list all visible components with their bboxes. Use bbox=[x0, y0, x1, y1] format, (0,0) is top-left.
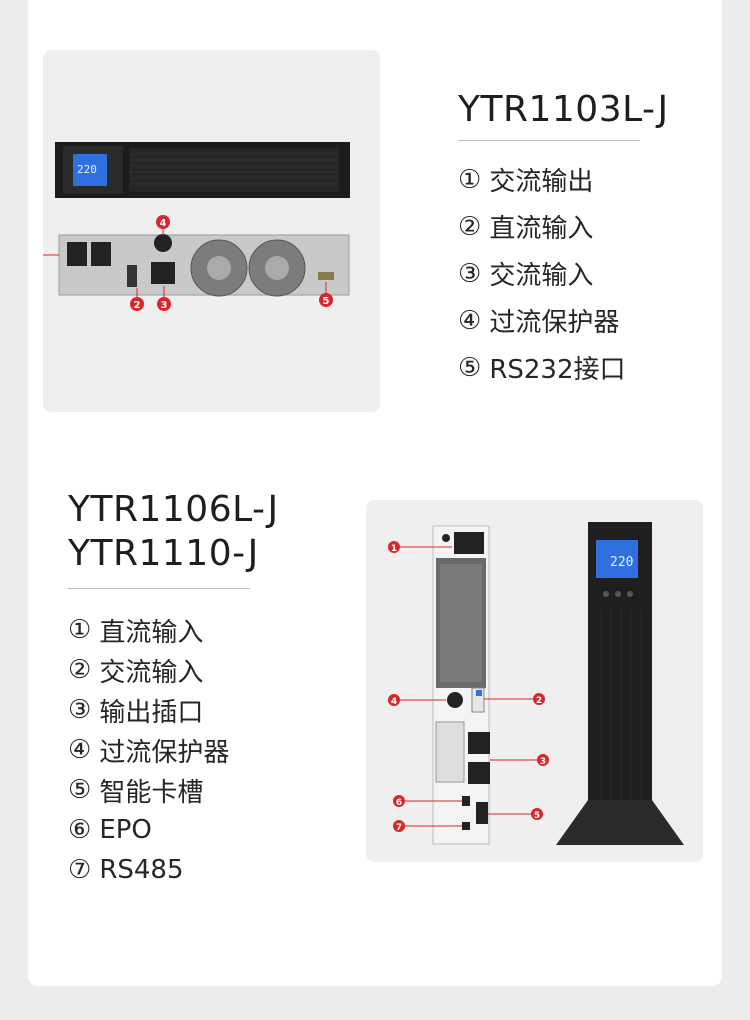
callout-5b: 5 bbox=[488, 808, 543, 821]
callout-4-label: 4 bbox=[160, 218, 167, 229]
callout-2: 2 bbox=[130, 288, 144, 311]
callout-1: 1 bbox=[388, 541, 452, 554]
lcd-text-2: 220 bbox=[610, 555, 633, 570]
product1-illustration: 220 4 bbox=[43, 142, 350, 311]
product1-divider bbox=[458, 140, 640, 141]
callout-3b-label: 3 bbox=[540, 757, 546, 767]
callout-6: 6 bbox=[393, 795, 462, 808]
callout-4b: 4 bbox=[388, 694, 446, 707]
product1-model: YTR1103L-J bbox=[458, 89, 669, 130]
callout-3-label: 3 bbox=[161, 300, 168, 311]
callout-5-label: 5 bbox=[323, 296, 330, 307]
callout-6-label: 6 bbox=[396, 798, 402, 808]
callout-7: 7 bbox=[393, 820, 462, 833]
callout-7-label: 7 bbox=[396, 823, 402, 833]
callout-1-label: 1 bbox=[391, 544, 397, 554]
callout-2b-label: 2 bbox=[536, 696, 542, 706]
callout-5b-label: 5 bbox=[534, 811, 540, 821]
product1-image: 220 4 bbox=[43, 50, 380, 412]
product2-model-1: YTR1106L-J bbox=[68, 489, 279, 530]
callout-4: 4 bbox=[156, 215, 170, 236]
product2-divider bbox=[68, 588, 250, 589]
callout-2-label: 2 bbox=[134, 300, 141, 311]
callout-2b: 2 bbox=[484, 693, 545, 706]
lcd-text-1: 220 bbox=[77, 163, 97, 176]
product2-model-2: YTR1110-J bbox=[68, 533, 259, 574]
callout-4b-label: 4 bbox=[391, 697, 397, 707]
product2-image: 220 1 4 bbox=[366, 500, 703, 862]
callout-5: 5 bbox=[319, 282, 333, 307]
product-card: 220 4 bbox=[28, 0, 722, 986]
product2-illustration: 220 1 4 bbox=[388, 522, 684, 845]
callout-3: 3 bbox=[157, 286, 171, 311]
callout-3b: 3 bbox=[490, 754, 549, 767]
